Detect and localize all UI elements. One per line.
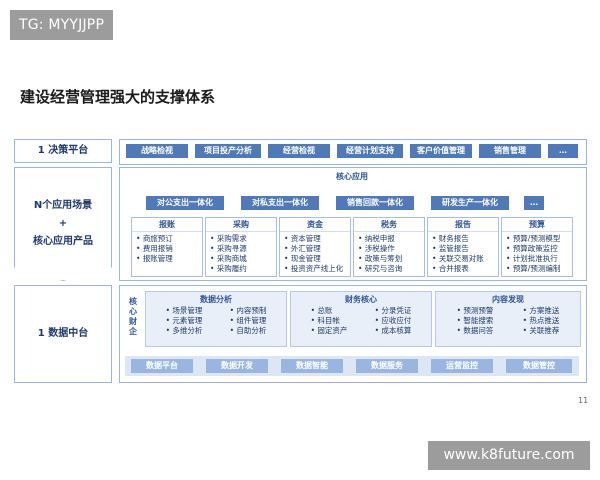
integration-item-more: … [524, 196, 544, 210]
module-card: 采购 采购需求 采购寻源 采购商城 采购履约 [205, 217, 277, 277]
module-item: 采购履约 [210, 264, 276, 274]
module-card: 资金 资本管理 外汇管理 现金管理 投资资产线上化 [279, 217, 351, 277]
analysis-block: 数据分析 场景管理 元素管理 多维分析 内容预制 组件管理 自助分析 [145, 291, 287, 347]
analysis-item: 热点推送 [523, 316, 559, 326]
decision-platform-label: 1 决策平台 [14, 139, 112, 163]
integration-item: 对私支出一体化 [241, 196, 319, 210]
module-title: 报账 [132, 218, 202, 232]
watermark-top: TG: MYYJJPP [10, 10, 114, 40]
module-item: 关联交易对账 [432, 254, 498, 264]
analysis-block: 内容发现 预测预警 智能搜索 数据问答 方案推送 热点推送 关联推荐 [435, 291, 581, 347]
platform-item: 数据开发 [206, 359, 268, 373]
decision-item: 客户价值管理 [410, 144, 472, 158]
platform-item: 数据智能 [281, 359, 343, 373]
integration-item: 销售回款一体化 [336, 196, 414, 210]
platform-item: 数据服务 [356, 359, 418, 373]
decision-item-more: … [548, 144, 578, 158]
module-item: 预算/预测编制 [506, 264, 572, 274]
apps-label-line-1: N个应用场景 [33, 200, 93, 211]
module-item: 财务报告 [432, 234, 498, 244]
analysis-item: 预测预警 [457, 306, 493, 316]
module-title: 采购 [206, 218, 276, 232]
decision-item: 项目投产分析 [195, 144, 261, 158]
module-item: 报账管理 [136, 254, 202, 264]
analysis-item: 智能搜索 [457, 316, 493, 326]
decision-item: 经营计划支持 [337, 144, 403, 158]
analysis-title: 内容发现 [492, 295, 524, 304]
platform-item: 数据平台 [131, 359, 193, 373]
analysis-title: 数据分析 [200, 295, 232, 304]
analysis-item: 内容预制 [230, 306, 266, 316]
page-title: 建设经营管理强大的支撑体系 [20, 88, 216, 106]
core-apps-title: 核心应用 [336, 172, 368, 181]
module-item: 外汇管理 [284, 244, 350, 254]
apps-label-line-3: 核心应用产品 [33, 236, 93, 247]
module-item: 合并报表 [432, 264, 498, 274]
module-item: 监管报告 [432, 244, 498, 254]
module-title: 资金 [280, 218, 350, 232]
analysis-item: 应收应付 [375, 316, 411, 326]
integration-item: 对公支出一体化 [146, 196, 224, 210]
module-item: 预算/预测模型 [506, 234, 572, 244]
data-platform-label: 1 数据中台 [14, 285, 112, 383]
watermark-bottom: www.k8future.com [428, 441, 590, 470]
module-title: 税务 [354, 218, 424, 232]
apps-label: N个应用场景 + 核心应用产品 [14, 167, 112, 281]
analysis-item: 关联推荐 [523, 326, 559, 336]
core-label: 核心财企 [129, 297, 137, 336]
module-item: 投资资产线上化 [284, 264, 350, 274]
platform-item: 数据管控 [506, 359, 572, 373]
analysis-item: 多维分析 [166, 326, 202, 336]
module-item: 采购寻源 [210, 244, 276, 254]
decision-item: 战略检视 [126, 144, 188, 158]
module-item: 政策与筹划 [358, 254, 424, 264]
module-item: 计划批准执行 [506, 254, 572, 264]
analysis-item: 自助分析 [230, 326, 266, 336]
module-item: 商旅预订 [136, 234, 202, 244]
module-item: 预算政策监控 [506, 244, 572, 254]
module-title: 报告 [428, 218, 498, 232]
module-card: 预算 预算/预测模型 预算政策监控 计划批准执行 预算/预测编制 [501, 217, 573, 277]
module-title: 预算 [502, 218, 572, 232]
analysis-item: 数据问答 [457, 326, 493, 336]
analysis-item: 分录凭证 [375, 306, 411, 316]
module-item: 资本管理 [284, 234, 350, 244]
module-item: 采购需求 [210, 234, 276, 244]
module-item: 纳税申报 [358, 234, 424, 244]
module-card: 报账 商旅预订 费用报销 报账管理 [131, 217, 203, 277]
module-item: 涉税操作 [358, 244, 424, 254]
module-item: 费用报销 [136, 244, 202, 254]
analysis-title: 财务核心 [345, 295, 377, 304]
analysis-item: 元素管理 [166, 316, 202, 326]
analysis-item: 场景管理 [166, 306, 202, 316]
analysis-item: 成本核算 [375, 326, 411, 336]
module-item: 现金管理 [284, 254, 350, 264]
analysis-block: 财务核心 总账 科目帐 固定资产 分录凭证 应收应付 成本核算 [290, 291, 432, 347]
analysis-item: 总账 [311, 306, 348, 316]
apps-label-line-2: + [58, 218, 68, 229]
analysis-item: 方案推送 [523, 306, 559, 316]
module-item: 采购商城 [210, 254, 276, 264]
module-item: 研究与咨询 [358, 264, 424, 274]
decision-item: 销售管理 [479, 144, 541, 158]
integration-item: 研发生产一体化 [431, 196, 509, 210]
analysis-item: 科目帐 [311, 316, 348, 326]
module-card: 报告 财务报告 监管报告 关联交易对账 合并报表 [427, 217, 499, 277]
analysis-item: 组件管理 [230, 316, 266, 326]
module-card: 税务 纳税申报 涉税操作 政策与筹划 研究与咨询 [353, 217, 425, 277]
page-number: 11 [578, 396, 589, 405]
decision-item: 经营检视 [268, 144, 330, 158]
platform-item: 运营监控 [431, 359, 493, 373]
analysis-item: 固定资产 [311, 326, 347, 336]
